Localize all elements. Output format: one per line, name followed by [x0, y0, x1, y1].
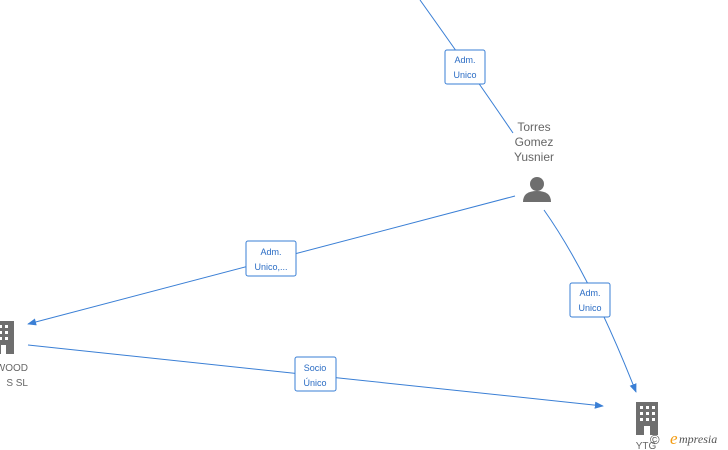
edge-label-line: Adm.: [454, 55, 475, 65]
brand-logo: © e mpresia: [650, 429, 717, 448]
person-node[interactable]: Torres Gomez Yusnier: [514, 120, 554, 202]
person-name-line: Gomez: [515, 135, 554, 149]
person-name-line: Yusnier: [514, 150, 554, 164]
edge-label-line: Adm.: [579, 288, 600, 298]
edge-label-line: Único: [303, 378, 326, 388]
edge-label-line: Unico: [578, 303, 601, 313]
edge-label-person-to-right[interactable]: Adm. Unico: [569, 282, 611, 318]
edge-label-line: Unico: [453, 70, 476, 80]
edge-label-person-to-left[interactable]: Adm. Unico,...: [245, 240, 297, 277]
edge-label-top-to-person[interactable]: Adm. Unico: [444, 49, 486, 85]
edge-label-line: Adm.: [260, 247, 281, 257]
company-node-left[interactable]: WOOD S SL: [0, 321, 28, 389]
building-icon: [636, 402, 658, 435]
person-name-line: Torres: [517, 120, 550, 134]
brand-name: mpresia: [679, 432, 717, 446]
building-icon: [0, 321, 14, 354]
edge-label-line: Socio: [304, 363, 327, 373]
person-icon: [523, 177, 551, 202]
edge-label-line: Unico,...: [254, 262, 287, 272]
edge-label-left-to-right[interactable]: Socio Único: [294, 356, 337, 392]
company-name-line: WOOD: [0, 363, 28, 374]
brand-initial: e: [670, 429, 678, 448]
copyright-symbol: ©: [650, 432, 660, 447]
company-name-line: S SL: [6, 378, 28, 389]
company-name-line: YTG: [636, 441, 657, 450]
company-node-right[interactable]: YTG: [636, 402, 658, 450]
